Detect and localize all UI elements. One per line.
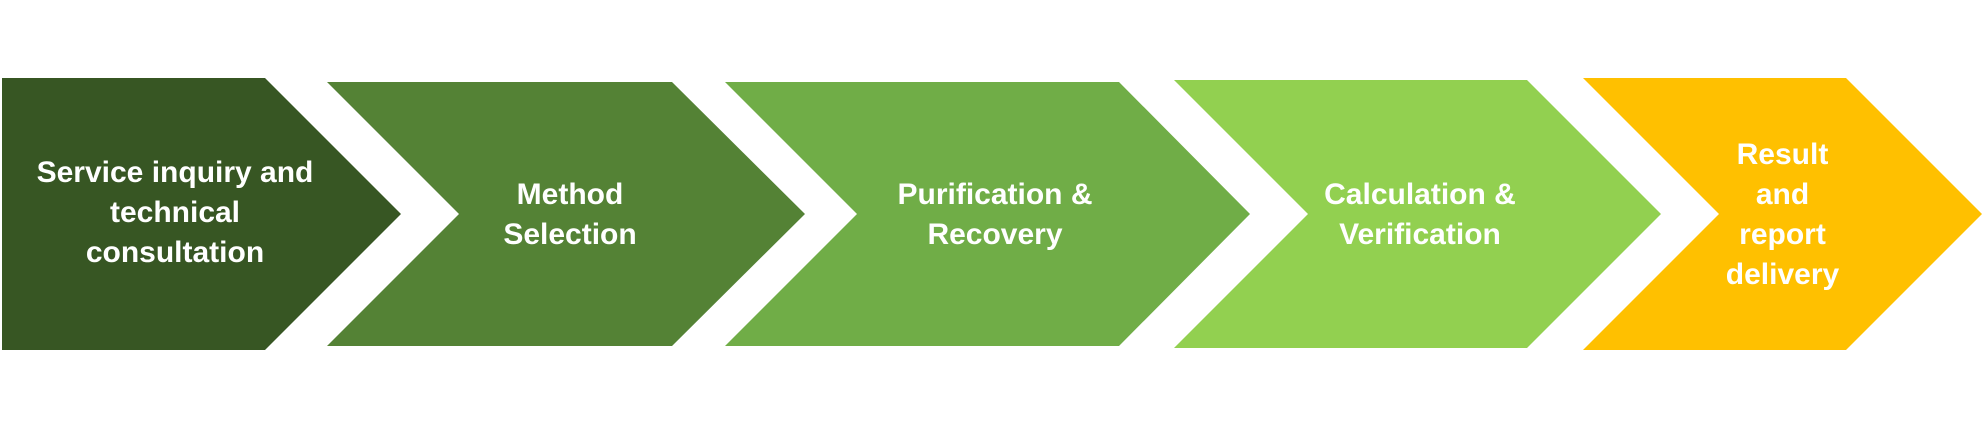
step-5-label: Result and report delivery xyxy=(1725,137,1840,291)
step-2-label: Method Selection xyxy=(503,178,637,251)
step-1-label: Service inquiry and technical consultati… xyxy=(36,156,314,269)
step-4-label: Calculation & Verification xyxy=(1324,178,1516,251)
step-3-label: Purification & Recovery xyxy=(897,178,1093,251)
step-1-arrow xyxy=(2,78,401,350)
step-3-chevron xyxy=(725,82,1250,346)
step-4-chevron xyxy=(1174,80,1661,348)
step-2-chevron xyxy=(327,82,805,346)
step-5-chevron xyxy=(1583,78,1982,350)
